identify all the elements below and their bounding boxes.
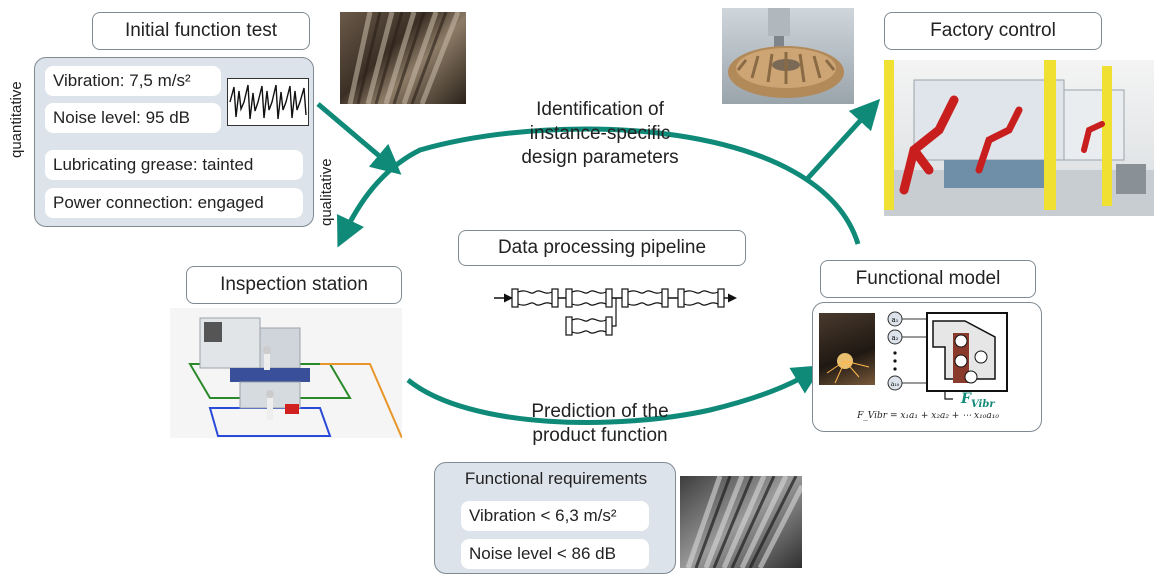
arrow-top-arc (337, 126, 861, 248)
svg-text:a₁: a₁ (892, 316, 899, 324)
inspection-station-title: Inspection station (186, 266, 402, 304)
arrow-bottom-arc (406, 365, 823, 425)
model-equation: F_Vibr = x₁a₁ + x₂a₂ + ⋯ x₁₀a₁₀ (857, 411, 999, 421)
functional-model-panel: a₁ a₂ a₁₀ FVibr F_Vibr = x₁a₁ + x₂a₂ + ⋯… (812, 302, 1042, 432)
quantitative-label: quantitative (8, 81, 25, 158)
gear-photo-top-left (340, 12, 466, 104)
identification-line-3: design parameters (521, 147, 679, 168)
prediction-line-1: Prediction of the (531, 401, 669, 422)
functional-model-title: Functional model (820, 260, 1036, 298)
initial-test-title: Initial function test (92, 12, 310, 50)
output-label: FVibr (961, 391, 995, 410)
inspection-station-illustration (170, 308, 402, 438)
factory-robots-illustration (884, 60, 1154, 216)
grease-item: Lubricating grease: tainted (45, 150, 303, 180)
noise-item: Noise level: 95 dB (45, 103, 221, 133)
gear-machining-photo (722, 8, 854, 104)
output-label-main: F (961, 391, 971, 407)
prediction-label: Prediction of the product function (500, 400, 700, 448)
req-noise-item: Noise level < 86 dB (461, 539, 649, 569)
functional-model-diagram: a₁ a₂ a₁₀ (887, 311, 1008, 400)
prediction-line-2: product function (532, 425, 668, 446)
vibration-item: Vibration: 7,5 m/s² (45, 66, 221, 96)
req-vibration-item: Vibration < 6,3 m/s² (461, 501, 649, 531)
output-label-sub: Vibr (970, 398, 995, 410)
qualitative-label: qualitative (318, 158, 335, 226)
requirements-title: Functional requirements (464, 469, 648, 488)
arrow-model-to-factory (806, 98, 881, 180)
svg-text:a₂: a₂ (892, 334, 899, 342)
identification-line-2: instance-specific (529, 123, 671, 144)
pipeline-title: Data processing pipeline (458, 230, 746, 266)
initial-test-panel: Vibration: 7,5 m/s² Noise level: 95 dB L… (34, 57, 314, 227)
vibration-waveform (227, 78, 309, 126)
welding-photo (819, 313, 875, 385)
power-item: Power connection: engaged (45, 188, 303, 218)
factory-control-title: Factory control (884, 12, 1102, 50)
svg-text:a₁₀: a₁₀ (891, 381, 900, 388)
arrow-test-to-cycle (316, 102, 402, 175)
identification-line-1: Identification of (536, 99, 664, 120)
identification-label: Identification of instance-specific desi… (500, 98, 700, 170)
gear-photo-bottom (680, 476, 802, 568)
pipeline-diagram (494, 288, 737, 336)
requirements-panel: Functional requirements Vibration < 6,3 … (434, 462, 676, 574)
